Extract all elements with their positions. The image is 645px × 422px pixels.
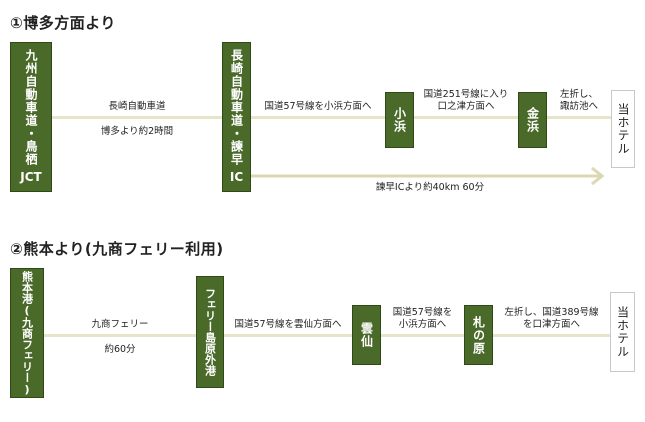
route1-obama-label: 小浜 (392, 107, 407, 133)
route2-line-seg4 (493, 334, 610, 337)
route2-hotel-label: 当ホテル (615, 306, 630, 358)
route2-seg4-label-1: 左折し、国道389号線 (504, 307, 599, 318)
route1-kanahama-label: 金浜 (525, 107, 540, 133)
route2-hotel-box: 当ホテル (610, 292, 635, 372)
route1-box-kanahama: 金浜 (518, 92, 547, 148)
route1-start-label: 九州自動車道・鳥栖 (24, 49, 38, 166)
route1-seg4-label-1: 左折し、 (559, 89, 598, 100)
route2-unzen-label: 雲仙 (359, 322, 374, 348)
route1-direct-label: 諫早ICより約40km 60分 (375, 182, 485, 193)
route2-line-seg3 (381, 334, 464, 337)
route1-hotel-box: 当ホテル (611, 90, 635, 168)
route1-isahaya-label: 長崎自動車道・諫早 (229, 49, 244, 166)
route1-seg1-label: 長崎自動車道 (108, 101, 166, 112)
route1-start-box: 九州自動車道・鳥栖 JCT (10, 42, 52, 192)
route1-start-suffix: JCT (20, 170, 42, 184)
route2-seg2-label: 国道57号線を雲仙方面へ (234, 319, 342, 330)
route1-line-seg1 (52, 116, 222, 119)
route1-hotel-label: 当ホテル (616, 103, 630, 155)
route1-seg1-sub: 博多より約2時間 (100, 126, 174, 137)
route2-box-unzen: 雲仙 (352, 305, 381, 365)
route1-seg3-label-2: 口之津方面へ (437, 101, 495, 112)
route1-box-obama: 小浜 (385, 92, 414, 148)
route1-line-seg4 (547, 116, 611, 119)
route2-ferry-port-label: フェリー島原外港 (203, 288, 217, 376)
route2-box-fudanohara: 札の原 (464, 305, 493, 365)
route2-box-ferry-port: フェリー島原外港 (196, 276, 224, 388)
route2-seg4-label-2: を口津方面へ (522, 319, 580, 330)
route2-line-seg1 (44, 334, 196, 337)
route2-seg3-label-1: 国道57号線を (392, 307, 453, 318)
route1-line-seg3 (414, 116, 518, 119)
route1-direct-arrow (250, 166, 605, 186)
route1-heading: ①博多方面より (10, 14, 116, 32)
route1-seg3-label-1: 国道251号線に入り (423, 89, 509, 100)
route1-seg2-label: 国道57号線を小浜方面へ (264, 101, 372, 112)
route1-isahaya-suffix: IC (229, 170, 244, 184)
route2-start-label: 熊本港(九商フェリー) (20, 270, 34, 396)
route2-line-seg2 (224, 334, 352, 337)
route1-seg4-label-2: 諏訪池へ (559, 101, 598, 112)
route2-heading: ②熊本より(九商フェリー利用) (10, 240, 224, 258)
route2-fudanohara-label: 札の原 (471, 315, 486, 355)
route1-box-isahaya: 長崎自動車道・諫早 IC (222, 42, 251, 192)
route2-seg3-label-2: 小浜方面へ (398, 319, 447, 330)
route2-seg1-label: 九商フェリー (91, 319, 149, 330)
route2-start-box: 熊本港(九商フェリー) (10, 268, 44, 398)
route1-line-seg2 (251, 116, 385, 119)
route2-seg1-sub: 約60分 (104, 344, 136, 355)
